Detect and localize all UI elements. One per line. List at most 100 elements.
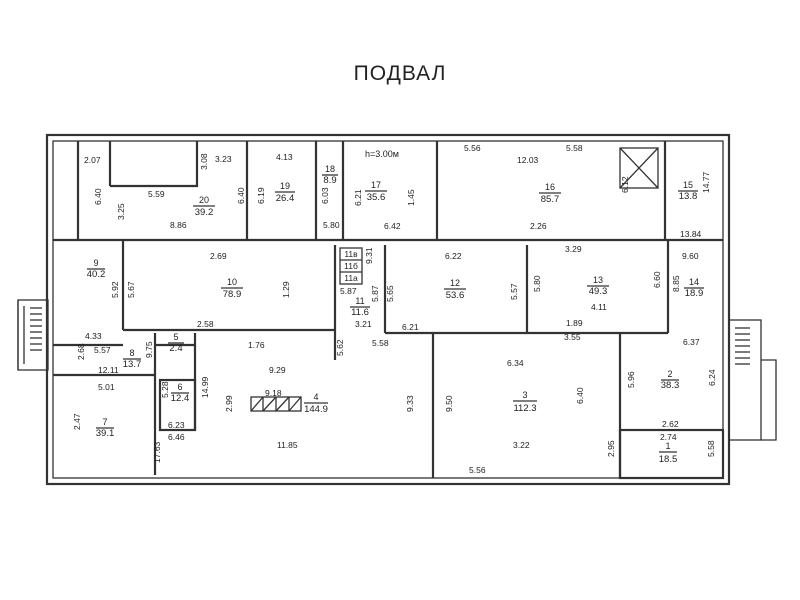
svg-text:6.21: 6.21 [353, 189, 363, 206]
room-11b: 11б [344, 261, 358, 271]
svg-text:15: 15 [683, 180, 693, 190]
svg-text:11.6: 11.6 [351, 307, 369, 318]
svg-text:9.75: 9.75 [144, 341, 154, 358]
svg-text:112.3: 112.3 [513, 403, 536, 414]
height-note: h=3.00м [365, 149, 399, 159]
svg-text:85.7: 85.7 [541, 194, 560, 205]
svg-text:8.85: 8.85 [671, 275, 681, 292]
svg-text:13.7: 13.7 [123, 359, 142, 370]
svg-text:5.59: 5.59 [148, 189, 165, 199]
svg-text:5.58: 5.58 [706, 440, 716, 457]
svg-text:3.23: 3.23 [215, 154, 232, 164]
room-11a: 11а [344, 273, 358, 283]
svg-text:5.80: 5.80 [323, 220, 340, 230]
svg-text:2.95: 2.95 [606, 440, 616, 457]
svg-text:7: 7 [102, 417, 107, 427]
svg-text:16: 16 [545, 182, 555, 192]
room-14: 14 18.9 [684, 277, 704, 299]
svg-text:5.01: 5.01 [98, 382, 115, 392]
svg-text:9.33: 9.33 [405, 395, 415, 412]
room-18: 18 8.9 [322, 164, 338, 186]
room-2: 2 38.3 [661, 369, 680, 391]
svg-text:14.99: 14.99 [200, 376, 210, 398]
svg-text:4: 4 [313, 392, 318, 402]
svg-text:6.42: 6.42 [384, 221, 401, 231]
svg-text:3.22: 3.22 [513, 440, 530, 450]
svg-text:2.62: 2.62 [662, 419, 679, 429]
svg-text:14.77: 14.77 [701, 171, 711, 193]
svg-text:6.37: 6.37 [683, 337, 700, 347]
room-11: 11 11.6 [350, 296, 370, 318]
svg-text:6.24: 6.24 [707, 369, 717, 386]
room-6: 6 12.4 [171, 382, 190, 404]
room-5: 5 2.4 [168, 332, 184, 354]
right-staircase [728, 319, 777, 441]
svg-text:13.84: 13.84 [680, 229, 702, 239]
svg-text:78.9: 78.9 [223, 289, 242, 300]
svg-text:40.2: 40.2 [87, 269, 106, 280]
svg-text:6.40: 6.40 [93, 188, 103, 205]
svg-text:11: 11 [355, 296, 364, 306]
svg-text:9.50: 9.50 [444, 395, 454, 412]
svg-text:5.80: 5.80 [532, 275, 542, 292]
room-17: 17 35.6 [365, 180, 387, 203]
svg-text:5: 5 [173, 332, 178, 342]
svg-text:144.9: 144.9 [304, 404, 328, 415]
svg-text:4.33: 4.33 [85, 331, 102, 341]
outer-walls [45, 133, 731, 486]
svg-text:10: 10 [227, 277, 237, 287]
svg-text:5.58: 5.58 [372, 338, 389, 348]
svg-text:49.3: 49.3 [589, 286, 608, 297]
room-8: 8 13.7 [123, 348, 142, 370]
svg-text:12.11: 12.11 [98, 365, 119, 375]
plan-title: ПОДВАЛ [353, 62, 447, 85]
svg-text:5.57: 5.57 [509, 283, 519, 300]
room-4: 4 144.9 [304, 392, 328, 415]
svg-text:9.31: 9.31 [364, 247, 374, 264]
svg-text:1.29: 1.29 [281, 281, 291, 298]
svg-text:14: 14 [689, 277, 699, 287]
svg-text:18.5: 18.5 [659, 454, 678, 465]
svg-text:9.60: 9.60 [682, 251, 699, 261]
room-1: 1 18.5 [659, 441, 678, 465]
room-11v: 11в [344, 249, 358, 259]
svg-text:6.21: 6.21 [402, 322, 419, 332]
svg-text:9.18: 9.18 [265, 388, 282, 398]
svg-text:5.67: 5.67 [126, 281, 136, 298]
svg-text:39.1: 39.1 [96, 428, 115, 439]
svg-text:3.25: 3.25 [116, 203, 126, 220]
svg-text:9: 9 [93, 258, 98, 268]
room-labels: 1 18.5 2 38.3 3 112.3 4 144.9 5 2.4 6 12… [87, 164, 704, 465]
svg-text:5.62: 5.62 [335, 339, 345, 356]
svg-text:9.29: 9.29 [269, 365, 286, 375]
svg-text:5.58: 5.58 [566, 143, 583, 153]
room-15: 15 13.8 [678, 180, 698, 202]
room-13: 13 49.3 [587, 275, 609, 297]
svg-text:2.4: 2.4 [169, 343, 182, 354]
svg-text:5.56: 5.56 [464, 143, 481, 153]
room-12: 12 53.6 [444, 278, 466, 301]
svg-text:6.19: 6.19 [256, 187, 266, 204]
svg-text:2.58: 2.58 [197, 319, 214, 329]
svg-text:3.29: 3.29 [565, 244, 582, 254]
svg-text:38.3: 38.3 [661, 380, 680, 391]
svg-text:5.56: 5.56 [469, 465, 486, 475]
svg-text:5.92: 5.92 [110, 281, 120, 298]
svg-text:6.12: 6.12 [620, 176, 630, 193]
svg-text:6.60: 6.60 [652, 271, 662, 288]
svg-text:6.40: 6.40 [236, 187, 246, 204]
dimension-labels: 2.07 3.08 3.23 4.13 5.56 12.03 5.58 5.59… [72, 143, 717, 475]
room-3: 3 112.3 [513, 390, 537, 414]
svg-text:13.8: 13.8 [679, 191, 698, 202]
svg-text:18.9: 18.9 [685, 288, 704, 299]
room-10: 10 78.9 [221, 277, 243, 300]
svg-text:6.34: 6.34 [507, 358, 524, 368]
svg-text:12.4: 12.4 [171, 393, 190, 404]
room-19: 19 26.4 [275, 181, 295, 204]
room-7: 7 39.1 [96, 417, 115, 439]
svg-text:8.9: 8.9 [323, 175, 336, 186]
svg-text:11.85: 11.85 [277, 440, 298, 450]
svg-text:6.40: 6.40 [575, 387, 585, 404]
svg-text:2.07: 2.07 [84, 155, 101, 165]
svg-text:39.2: 39.2 [195, 207, 214, 218]
